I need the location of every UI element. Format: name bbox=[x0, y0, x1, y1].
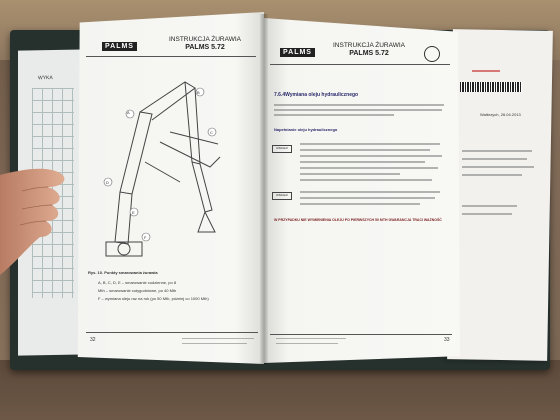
caption-line: A, B, C, D, E – smarowanie codzienne, po… bbox=[98, 280, 177, 285]
text-line bbox=[274, 109, 442, 111]
text-line bbox=[462, 166, 534, 168]
label-e: E bbox=[132, 210, 135, 215]
text-line bbox=[300, 167, 438, 169]
label-b: B bbox=[197, 90, 200, 95]
text-line bbox=[462, 158, 527, 160]
caption-line: Mth – smarowanie cotygodniowe, po 40 Mth bbox=[98, 288, 177, 293]
text-line bbox=[300, 173, 400, 175]
left-page-number: 32 bbox=[90, 337, 96, 343]
text-line bbox=[462, 174, 522, 176]
bold-warning: W PRZYPADKU NIE WYMIENIENIA OLEJU PO PIE… bbox=[274, 218, 442, 222]
label-d: D bbox=[106, 180, 109, 185]
warning-box: UWAGA! bbox=[272, 145, 292, 153]
header-rule bbox=[270, 64, 450, 65]
left-page bbox=[77, 12, 264, 364]
back-document-right bbox=[447, 29, 553, 361]
text-line bbox=[274, 114, 394, 116]
text-line bbox=[300, 197, 435, 199]
text-line bbox=[300, 203, 420, 205]
text-line bbox=[300, 191, 440, 193]
wooden-table-edge bbox=[0, 360, 560, 420]
open-manual: PALMS INSTRUKCJA ŻURAWIA PALMS 5.72 bbox=[72, 12, 462, 364]
text-line bbox=[300, 143, 440, 145]
left-page-header: INSTRUKCJA ŻURAWIA PALMS 5.72 bbox=[169, 36, 241, 51]
footer-text bbox=[182, 343, 247, 344]
right-page bbox=[264, 18, 460, 363]
notice-box: UWAGA! bbox=[272, 192, 292, 200]
footer-text bbox=[182, 338, 254, 339]
crane-diagram bbox=[103, 81, 221, 257]
header-rule bbox=[86, 56, 256, 57]
text-line bbox=[462, 150, 532, 152]
section-title: 7.6.4Wymiana oleju hydraulicznego bbox=[274, 92, 359, 98]
stamp-icon bbox=[424, 46, 440, 62]
text-line bbox=[462, 205, 517, 207]
subsection-title: Napełnianie oleju hydraulicznego bbox=[274, 127, 338, 132]
right-page-header: INSTRUKCJA ŻURAWIA PALMS 5.72 bbox=[333, 42, 405, 57]
text-line bbox=[300, 179, 432, 181]
hand bbox=[0, 168, 65, 275]
footer-rule bbox=[86, 332, 258, 333]
label-c: C bbox=[210, 130, 213, 135]
barcode bbox=[460, 82, 522, 92]
back-document-date: Wałbrzych, 26.04.2013 bbox=[480, 112, 521, 117]
caption-line: F – wymiana oleju raz na rok (po 50 Mth,… bbox=[98, 296, 209, 301]
book-spine bbox=[260, 14, 268, 364]
label-f: F bbox=[144, 235, 147, 240]
handwritten-signature bbox=[472, 70, 500, 72]
footer-rule bbox=[270, 334, 452, 335]
text-line bbox=[300, 155, 442, 157]
text-line bbox=[300, 149, 430, 151]
text-line bbox=[274, 104, 444, 106]
footer-text bbox=[276, 338, 346, 339]
palms-logo-left: PALMS bbox=[102, 42, 137, 51]
footer-text bbox=[276, 343, 338, 344]
right-page-number: 33 bbox=[444, 337, 450, 343]
text-line bbox=[462, 213, 512, 215]
palms-logo-right: PALMS bbox=[280, 48, 315, 57]
label-a: A bbox=[127, 110, 130, 115]
text-line bbox=[300, 161, 425, 163]
back-document-header: WYKA bbox=[38, 75, 53, 82]
figure-caption: Rys. 10. Punkty smarowania żurawia bbox=[88, 270, 158, 275]
